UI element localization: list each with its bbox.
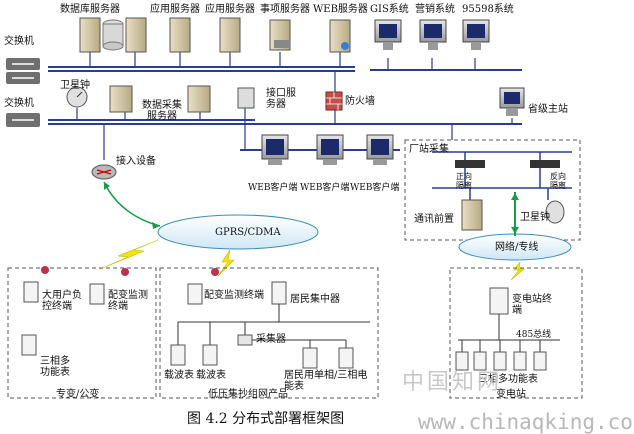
server-label-web: WEB服务器 [313, 4, 368, 15]
left-multi-meter-label: 三相多功能表 [40, 356, 70, 378]
gprs-label: GPRS/CDMA [215, 227, 281, 238]
right-box-devices [455, 287, 560, 371]
switch-label-1: 交换机 [4, 36, 34, 47]
lightning-icons [99, 239, 525, 281]
figure-caption: 图 4.2 分布式部署框架图 [187, 411, 345, 427]
switch-label-2: 交换机 [4, 98, 34, 109]
right-multi-meter-label: 三相多功能表 [478, 374, 538, 385]
second-row-icons [66, 85, 343, 113]
mid-box [159, 267, 379, 399]
satellite-clock-label-1: 卫星钟 [60, 80, 90, 91]
system-label-95598: 95598系统 [462, 4, 514, 15]
mid-dist-monitor-label: 配变监测终端 [204, 290, 264, 301]
access-device-label: 接入设备 [116, 156, 156, 167]
bus-485-label: 485总线 [516, 330, 552, 340]
plant-collection-label: 厂站采集 [409, 144, 449, 155]
server-label-app-2: 应用服务器 [205, 4, 255, 15]
comm-front-server-icon [461, 199, 483, 231]
left-box-devices [21, 266, 129, 356]
left-dist-monitor-label: 配变监测终端 [108, 290, 148, 312]
substation-terminal-label: 变电站终端 [512, 294, 552, 316]
top-server-icons [79, 17, 351, 53]
web-client-label-3: WEB客户端 [350, 183, 400, 193]
server-label-db: 数据库服务器 [60, 4, 120, 15]
system-monitor-icons [374, 19, 525, 116]
system-label-gis: GIS系统 [370, 4, 409, 15]
interface-server-label: 接口服务器 [266, 88, 296, 110]
reverse-isolation-label: 反向隔离 [550, 172, 566, 190]
large-user-terminal-label: 大用户负控终端 [42, 290, 82, 312]
system-label-marketing: 营销系统 [415, 4, 455, 15]
web-client-label-1: WEB客户端 [248, 183, 298, 193]
watermark-url: www.chinaqking.com [418, 410, 634, 434]
data-collection-server-label: 数据采集服务器 [142, 100, 182, 122]
web-client-icons [261, 134, 394, 165]
collector-label: 采集器 [256, 334, 286, 345]
left-box [7, 267, 157, 399]
mid-box-devices [170, 268, 370, 369]
satellite-clock-label-2: 卫星钟 [520, 212, 550, 223]
server-label-app-1: 应用服务器 [150, 4, 200, 15]
right-box-title: 变电站 [496, 389, 526, 400]
right-box [449, 267, 583, 399]
concentrator-label: 居民集中器 [290, 294, 340, 305]
carrier-meter-label-2: 载波表 [196, 370, 226, 381]
satellite-clock-icon-2 [545, 200, 565, 224]
firewall-label: 防火墙 [345, 96, 375, 107]
plant-collection-box [404, 139, 581, 241]
gprs-cloud [157, 214, 319, 250]
comm-front-label: 通讯前置 [414, 214, 454, 225]
switch-icons [6, 58, 40, 127]
carrier-meter-label-1: 载波表 [164, 370, 194, 381]
reverse-isolation-device [530, 160, 560, 168]
server-label-event: 事项服务器 [260, 4, 310, 15]
watermark-cn: 中国知网 [402, 370, 503, 395]
network-line-label: 网络/专线 [495, 242, 539, 253]
left-box-title: 专变/公变 [56, 389, 100, 400]
mid-box-title: 低压集抄组网产品 [208, 389, 288, 400]
resident-meter-label: 居民用单相/三相电能表 [284, 370, 368, 392]
forward-isolation-label: 正向隔离 [456, 172, 472, 190]
forward-isolation-device [455, 160, 485, 168]
provincial-station-label: 省级主站 [528, 104, 568, 115]
web-client-label-2: WEB客户端 [300, 183, 350, 193]
